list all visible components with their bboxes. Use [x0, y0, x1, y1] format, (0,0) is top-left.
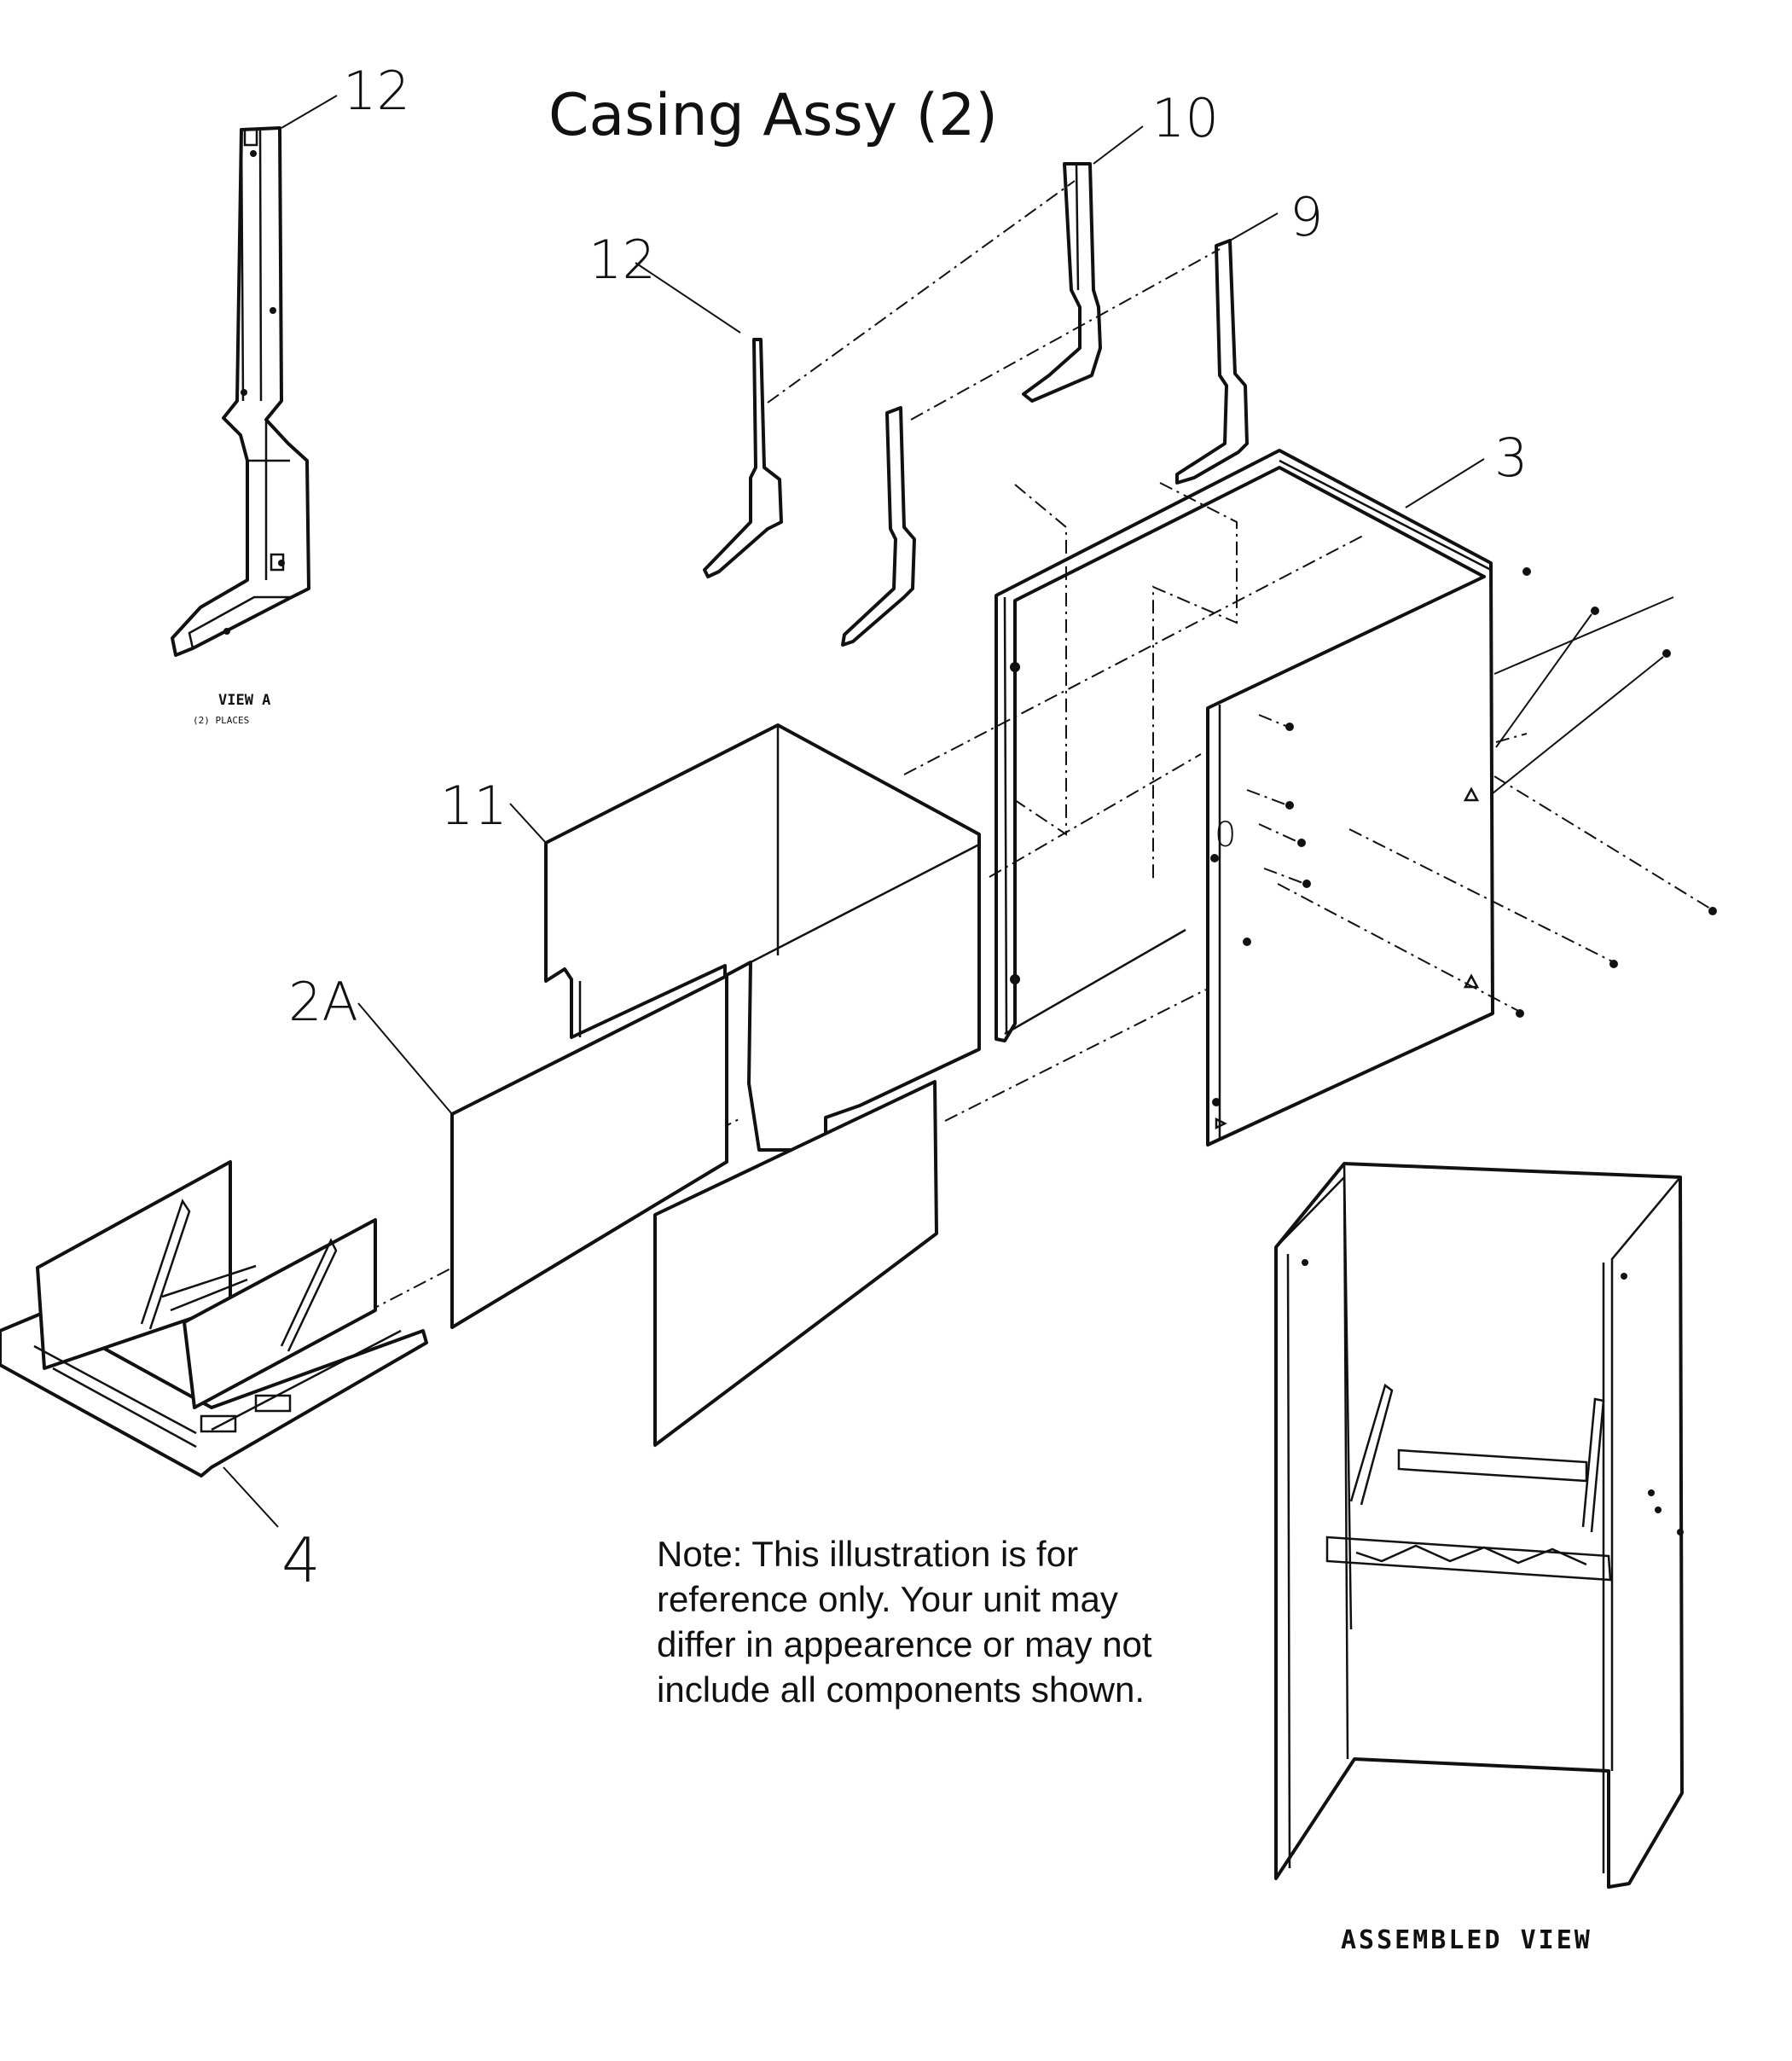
bracket-middle: [841, 406, 916, 647]
view-a-label: VIEW A: [218, 692, 270, 709]
callout-9: 9: [1290, 186, 1323, 248]
diagram-title: Casing Assy (2): [548, 82, 998, 149]
panel-11: [509, 723, 981, 1152]
reference-note: Note: This illustration is for reference…: [657, 1531, 1237, 1712]
assembled-view-drawing: [1274, 1162, 1684, 1889]
callout-11: 11: [440, 775, 507, 837]
view-a-bracket-12: [171, 95, 338, 657]
base-assembly-4: [0, 1160, 428, 1528]
casing-panel-3: [995, 449, 1494, 1147]
callout-12-view-a: 12: [343, 60, 410, 122]
note-line-2: reference only. Your unit may: [657, 1579, 1118, 1619]
view-a-sublabel: (2) PLACES: [193, 715, 249, 726]
note-line-4: include all components shown.: [657, 1669, 1145, 1710]
panel-2a: [357, 974, 938, 1447]
callout-12: 12: [589, 229, 656, 291]
callout-4: 4: [281, 1524, 321, 1596]
note-line-1: Note: This illustration is for: [657, 1534, 1079, 1574]
assembly-leader-lines: [366, 180, 1717, 1313]
bracket-12: [635, 262, 783, 578]
hole-mark: 0: [1215, 816, 1236, 855]
callout-10: 10: [1151, 87, 1219, 149]
bracket-9: [1175, 212, 1279, 485]
callout-2a: 2A: [288, 971, 358, 1033]
assembled-view-label: ASSEMBLED VIEW: [1341, 1925, 1592, 1955]
callout-3: 3: [1494, 427, 1528, 489]
note-line-3: differ in appearence or may not: [657, 1624, 1152, 1664]
bracket-10: [1022, 125, 1144, 403]
